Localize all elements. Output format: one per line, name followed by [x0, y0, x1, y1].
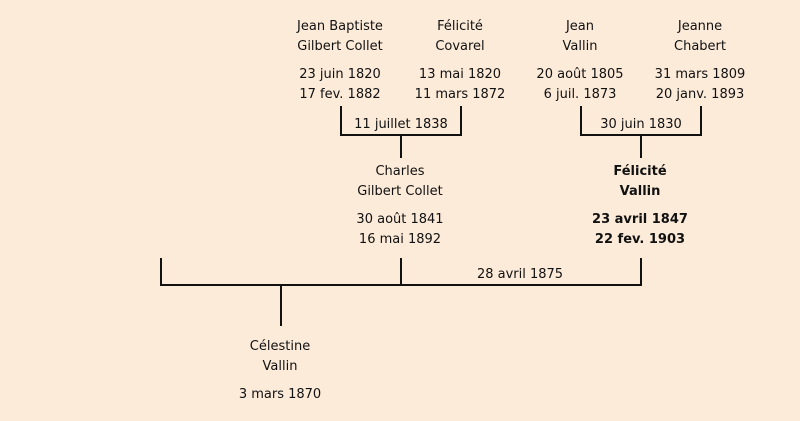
connector-line: [280, 284, 282, 326]
person-surname: Covarel: [435, 39, 485, 54]
connector-line: [640, 258, 642, 286]
person-charles-gilbert-collet: Charles Gilbert Collet 30 août 1841 16 m…: [340, 162, 460, 250]
death-date: 22 fev. 1903: [594, 232, 686, 247]
person-name: Félicité: [613, 164, 667, 179]
birth-date: 23 avril 1847: [592, 212, 688, 227]
person-surname: Chabert: [674, 39, 726, 54]
person-name: Jean: [565, 19, 595, 34]
person-felicite-vallin: Félicité Vallin 23 avril 1847 22 fev. 19…: [580, 162, 700, 250]
connector-line: [400, 134, 402, 158]
person-surname: Vallin: [562, 39, 598, 54]
connector-line: [400, 258, 402, 286]
marriage-date-charles-felicite: 28 avril 1875: [476, 267, 564, 282]
death-date: 17 fev. 1882: [299, 87, 381, 102]
birth-date: 23 juin 1820: [299, 67, 381, 82]
birth-date: 20 août 1805: [536, 67, 624, 82]
person-name: Félicité: [437, 19, 483, 34]
death-date: 20 janv. 1893: [655, 87, 745, 102]
birth-date: 3 mars 1870: [238, 387, 322, 402]
person-surname: Gilbert Collet: [297, 39, 383, 54]
person-celestine-vallin: Célestine Vallin 3 mars 1870: [220, 337, 340, 405]
person-jeanne-chabert: Jeanne Chabert 31 mars 1809 20 janv. 189…: [640, 17, 760, 105]
marriage-date-collet-covarel: 11 juillet 1838: [354, 117, 448, 132]
connector-line: [640, 134, 642, 158]
death-date: 16 mai 1892: [358, 232, 442, 247]
person-name: Charles: [375, 164, 425, 179]
person-surname: Vallin: [619, 184, 661, 199]
person-jean-baptiste-gilbert-collet: Jean Baptiste Gilbert Collet 23 juin 182…: [280, 17, 400, 105]
person-jean-vallin: Jean Vallin 20 août 1805 6 juil. 1873: [520, 17, 640, 105]
death-date: 11 mars 1872: [414, 87, 506, 102]
connector-line: [580, 106, 582, 136]
birth-date: 13 mai 1820: [418, 67, 502, 82]
person-felicite-covarel: Félicité Covarel 13 mai 1820 11 mars 187…: [400, 17, 520, 105]
death-date: 6 juil. 1873: [543, 87, 617, 102]
connector-line: [700, 106, 702, 136]
birth-date: 31 mars 1809: [654, 67, 746, 82]
person-name: Célestine: [249, 339, 311, 354]
birth-date: 30 août 1841: [356, 212, 444, 227]
person-name: Jean Baptiste: [297, 19, 383, 34]
marriage-date-vallin-chabert: 30 juin 1830: [600, 117, 682, 132]
person-surname: Vallin: [262, 359, 298, 374]
person-surname: Gilbert Collet: [357, 184, 443, 199]
connector-line: [160, 284, 642, 286]
connector-line: [460, 106, 462, 136]
connector-line: [340, 106, 342, 136]
person-name: Jeanne: [677, 19, 723, 34]
connector-line: [160, 258, 162, 286]
